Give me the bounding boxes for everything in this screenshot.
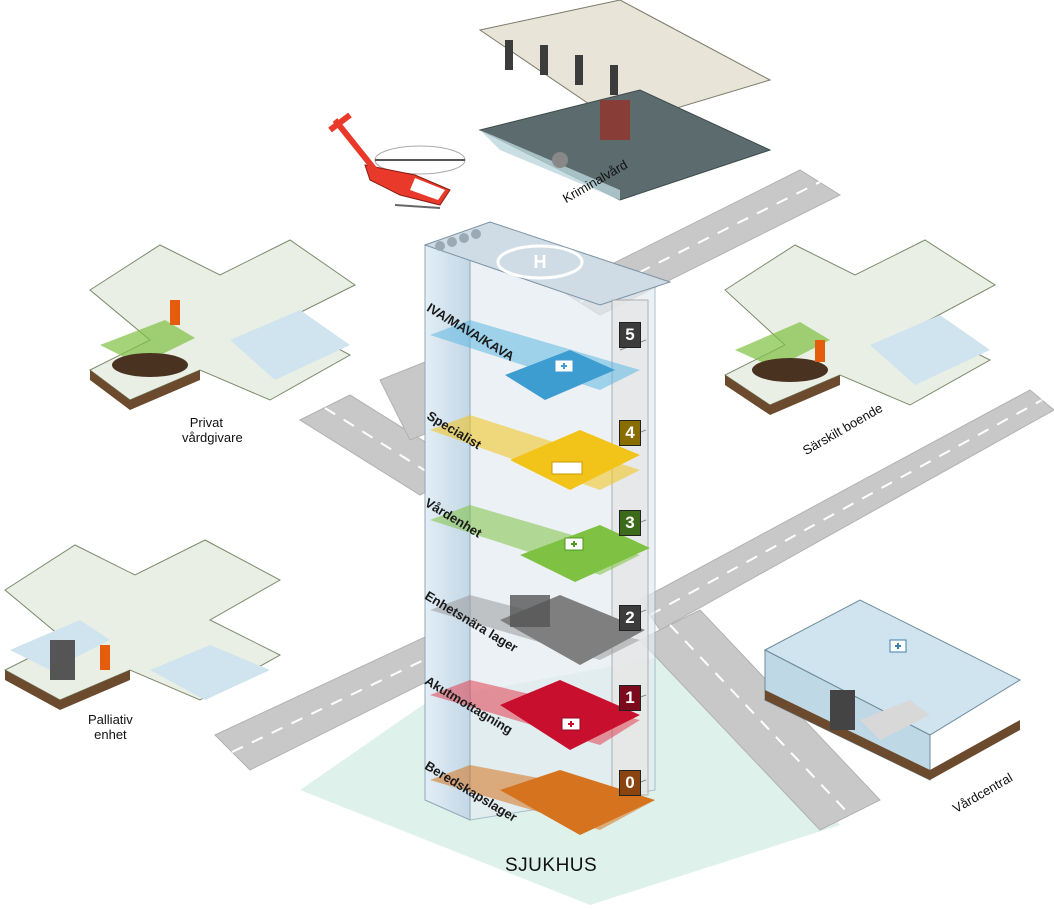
site-label-privat-line2: vårdgivare <box>182 430 243 445</box>
svg-text:H: H <box>534 252 547 272</box>
site-label-palliativ-enhet: Palliativ enhet <box>88 712 133 742</box>
floor-1-slab <box>430 680 640 750</box>
site-label-privat-vardgivare: Privat vårdgivare <box>170 415 243 445</box>
floor-number-4: 4 <box>619 420 641 446</box>
site-label-palliativ-line2: enhet <box>94 727 127 742</box>
floor-number-3: 3 <box>619 510 641 536</box>
privat-vardgivare-building <box>89 239 356 410</box>
roof-vents <box>435 229 481 251</box>
floor-number-1: 1 <box>619 685 641 711</box>
floor-number-5: 5 <box>619 322 641 348</box>
hospital-roof <box>423 221 672 306</box>
helipad-H-icon: H <box>496 244 584 280</box>
hospital-title: SJUKHUS <box>505 855 598 876</box>
vardcentral-building <box>763 599 1022 781</box>
hospital-tower: H <box>423 221 672 835</box>
palliativ-enhet-building <box>3 539 282 710</box>
floor-3-slab <box>430 505 650 582</box>
helicopter-icon <box>328 112 466 209</box>
site-label-privat-line1: Privat <box>189 415 223 430</box>
floor-2-slab <box>430 595 645 665</box>
floor-number-2: 2 <box>619 605 641 631</box>
site-label-palliativ-line1: Palliativ <box>88 712 133 727</box>
sarskilt-boende-building <box>724 239 996 415</box>
floor-5-slab <box>430 320 640 400</box>
kriminalvard-building <box>478 0 772 201</box>
floor-number-0: 0 <box>619 770 641 796</box>
floor-0-slab <box>430 765 655 835</box>
floor-4-slab <box>430 415 640 490</box>
